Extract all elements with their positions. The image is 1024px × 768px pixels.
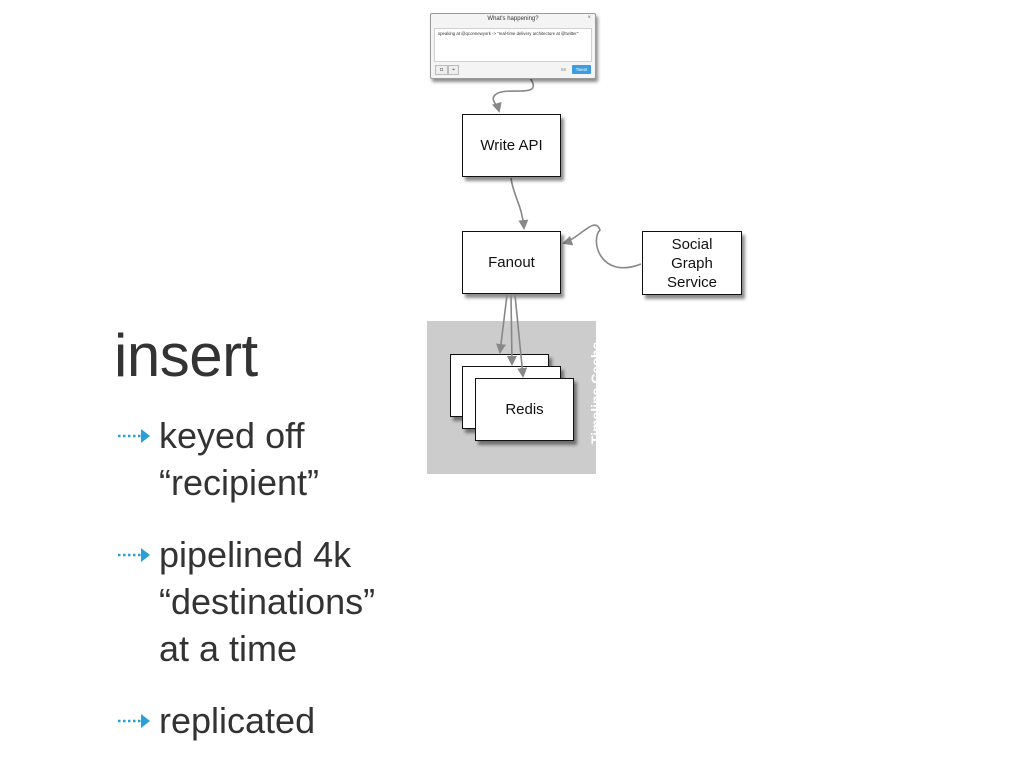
social-graph-box: Social Graph Service <box>642 231 742 295</box>
social-graph-line1: Social <box>671 235 713 253</box>
bullet-2-line3: at a time <box>159 628 298 669</box>
bullet-2-line2: “destinations” <box>159 581 376 622</box>
social-graph-line2: Graph <box>671 254 713 272</box>
write-api-box: Write API <box>462 114 561 177</box>
redis-label: Redis <box>505 401 544 418</box>
bullet-arrow-icon <box>118 548 150 562</box>
connector-write-api-to-fanout <box>510 177 529 230</box>
social-graph-line3: Service <box>666 273 718 291</box>
bullet-3-text: replicated <box>159 697 315 744</box>
location-icon: ⌖ <box>448 65 459 75</box>
bullet-1-text: keyed off “recipient” <box>159 412 319 506</box>
bullet-arrow-icon <box>118 714 150 728</box>
bullet-1-line1: keyed off <box>159 415 305 456</box>
close-icon: × <box>587 15 591 21</box>
bullet-2-line1: pipelined 4k <box>159 534 352 575</box>
slide-heading: insert <box>114 322 258 389</box>
connector-fanout-to-redis-3 <box>514 294 528 378</box>
tweet-dialog-title: What's happening? <box>487 16 539 22</box>
bullet-3-line1: replicated <box>159 700 316 741</box>
bullet-arrow-icon <box>118 429 150 443</box>
tweet-button: Tweet <box>572 65 591 74</box>
camera-icon: ◘ <box>435 65 448 75</box>
bullet-1-line2: “recipient” <box>159 462 320 503</box>
fanout-label: Fanout <box>488 254 535 271</box>
connector-fanout-to-redis-2 <box>506 294 517 366</box>
connector-social-to-fanout <box>562 224 642 269</box>
char-count: 66 <box>561 67 567 72</box>
fanout-box: Fanout <box>462 231 561 294</box>
connector-fanout-to-redis-1 <box>496 294 508 354</box>
connector-tweet-to-write-api <box>491 77 534 113</box>
redis-box-front: Redis <box>475 378 574 441</box>
bullet-2-text: pipelined 4k “destinations” at a time <box>159 531 375 672</box>
social-graph-label: Social Graph Service <box>667 235 717 292</box>
write-api-label: Write API <box>480 137 543 154</box>
tweet-text: speaking at @qconnewyork -> "real-time d… <box>434 28 592 62</box>
tweet-dialog: What's happening? × speaking at @qconnew… <box>430 13 596 79</box>
